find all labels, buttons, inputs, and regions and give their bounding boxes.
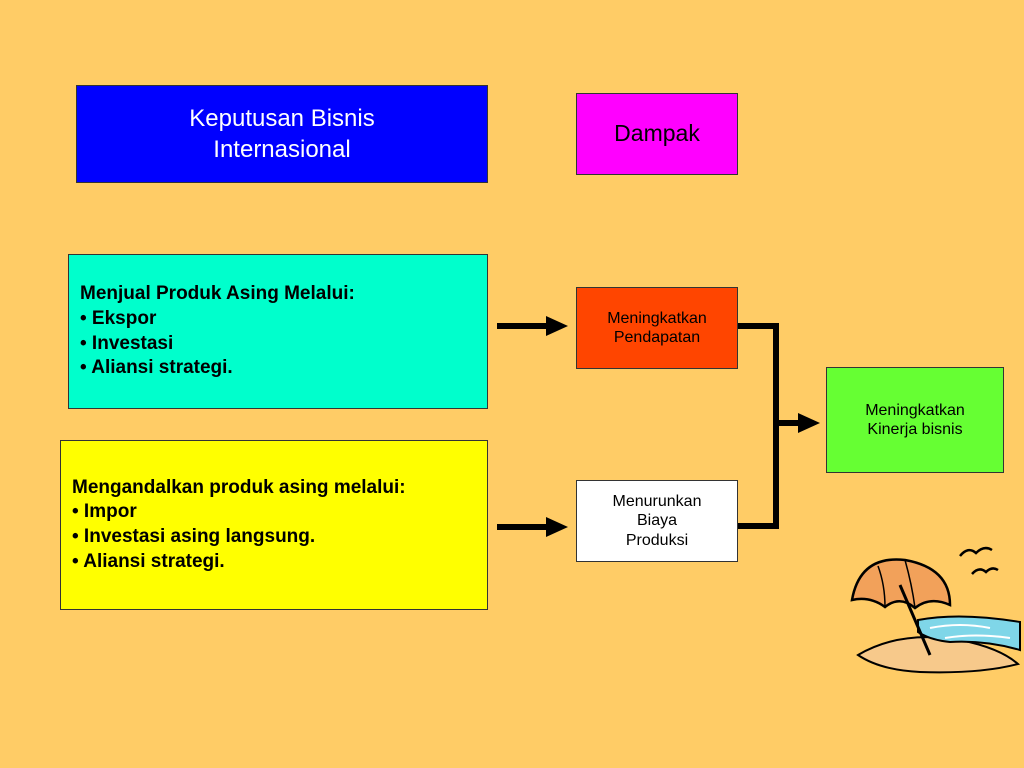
arrow-sell-to-income: [497, 316, 568, 336]
arrow-to-performance: [776, 413, 820, 433]
bracket-connector: [738, 323, 779, 529]
arrow-rely-to-cost: [497, 517, 568, 537]
beach-umbrella-clipart: [852, 548, 1020, 672]
